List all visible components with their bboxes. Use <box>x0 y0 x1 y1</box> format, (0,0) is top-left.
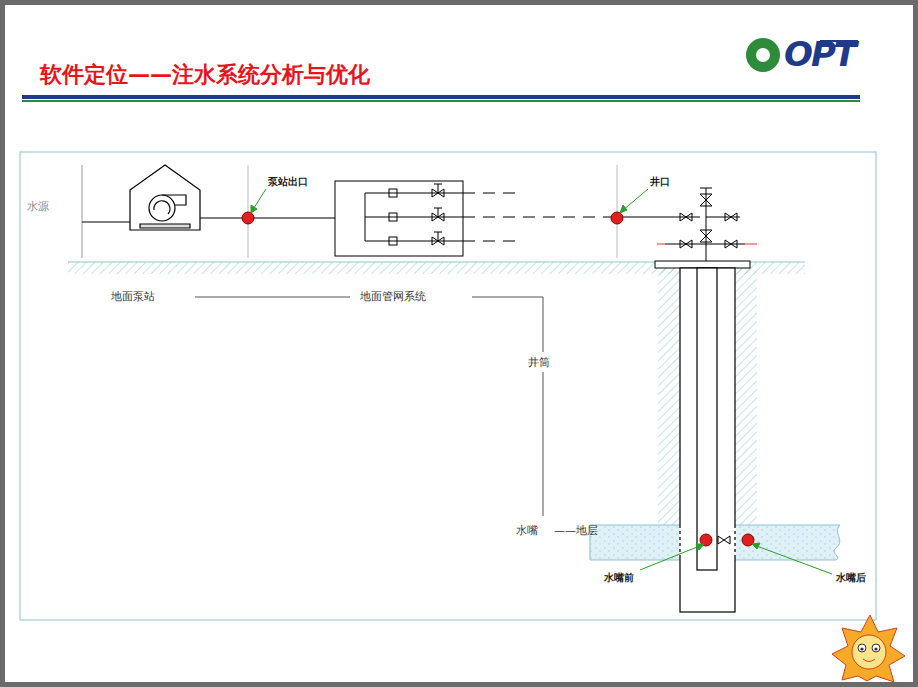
cartoon-sun <box>832 615 905 682</box>
source-label: 水源 <box>27 200 49 213</box>
casing <box>680 268 735 612</box>
perforation <box>734 528 736 558</box>
slide-ground <box>5 5 913 682</box>
callout-label: 水嘴后 <box>836 572 866 584</box>
leader-line <box>251 189 832 574</box>
logo-text: OPT <box>784 34 855 75</box>
wall-hatch <box>735 268 757 525</box>
nozzle-valve <box>718 536 730 544</box>
title-bar <box>22 100 860 102</box>
callout-label: 井口 <box>650 176 670 188</box>
pipe <box>200 217 335 218</box>
section-label: 地面泵站 <box>111 290 155 303</box>
section-label: 井筒 <box>528 356 550 369</box>
wall-hatch <box>658 268 680 525</box>
tubing <box>697 268 717 570</box>
slide-title: 软件定位——注水系统分析与优化 <box>40 60 370 90</box>
pipe <box>82 221 130 222</box>
section-label: 地面管网系统 <box>360 290 426 303</box>
bracket-line <box>195 297 543 516</box>
callout-label: 泵站出口 <box>268 176 308 188</box>
divider-line <box>82 165 83 258</box>
section-label: ——地层 <box>554 524 598 537</box>
measure-point <box>242 212 754 546</box>
callout-label: 水嘴前 <box>604 572 634 584</box>
manifold <box>335 181 610 256</box>
diagram-frame <box>20 152 876 620</box>
pump-station <box>130 165 200 230</box>
wellhead <box>657 188 757 262</box>
section-label: 水嘴 <box>516 524 538 537</box>
title-bar <box>22 95 860 99</box>
flange <box>655 261 750 268</box>
